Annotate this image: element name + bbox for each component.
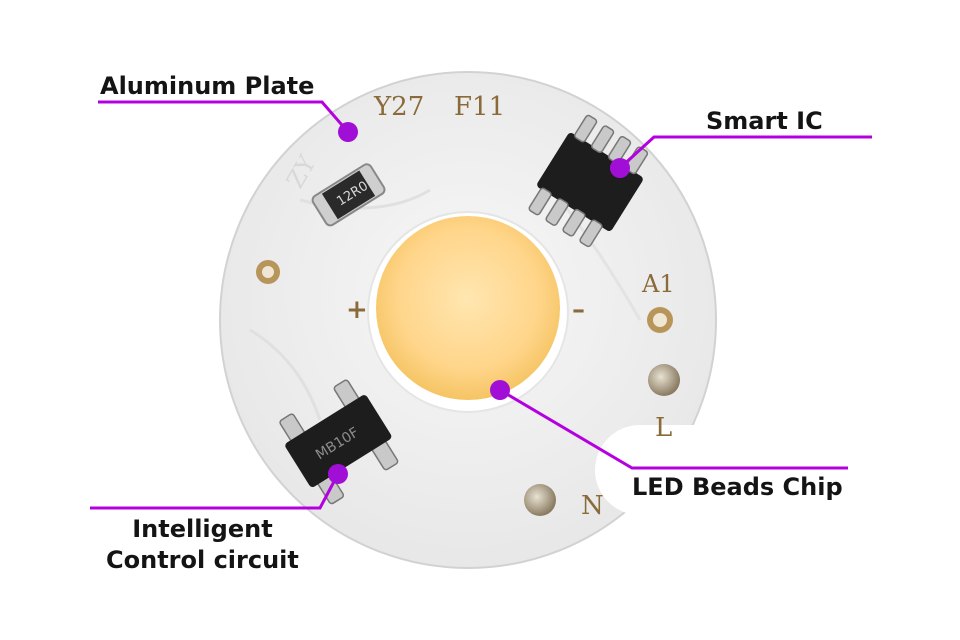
control-circuit-line2: Control circuit [106,546,299,575]
pad-l [648,364,680,396]
led-beads-chip-label: LED Beads Chip [632,473,843,501]
control-circuit-dot [328,464,348,484]
resistor [311,163,386,227]
smart-ic-leader [618,135,872,170]
control-circuit-leader [90,473,340,510]
control-circuit-label: Intelligent Control circuit [106,514,299,576]
batch-code: F11 [454,92,505,122]
led-chip-leader [499,388,848,470]
smart-ic-chip [528,114,649,248]
control-circuit-line1: Intelligent [132,515,273,543]
aluminum-plate-label: Aluminum Plate [100,72,315,100]
pad-n-label: N [581,491,604,521]
bridge-rectifier-chip [279,379,399,505]
leader-lines [90,100,872,510]
smart-ic-label: Smart IC [706,107,823,135]
led-chip-dot [490,380,510,400]
solder-pads [256,260,680,516]
minus-mark: – [572,295,585,325]
aluminum-plate-dot [338,122,358,142]
model-code: Y27 [373,92,424,122]
aluminum-plate-leader [98,100,350,133]
pad-a1-label: A1 [641,270,675,298]
pad-n [524,484,556,516]
plus-mark: + [346,295,368,325]
pad-l-label: L [655,413,672,443]
led-beads-chip [367,211,569,413]
smart-ic-dot [610,158,630,178]
leader-dots [328,122,630,484]
